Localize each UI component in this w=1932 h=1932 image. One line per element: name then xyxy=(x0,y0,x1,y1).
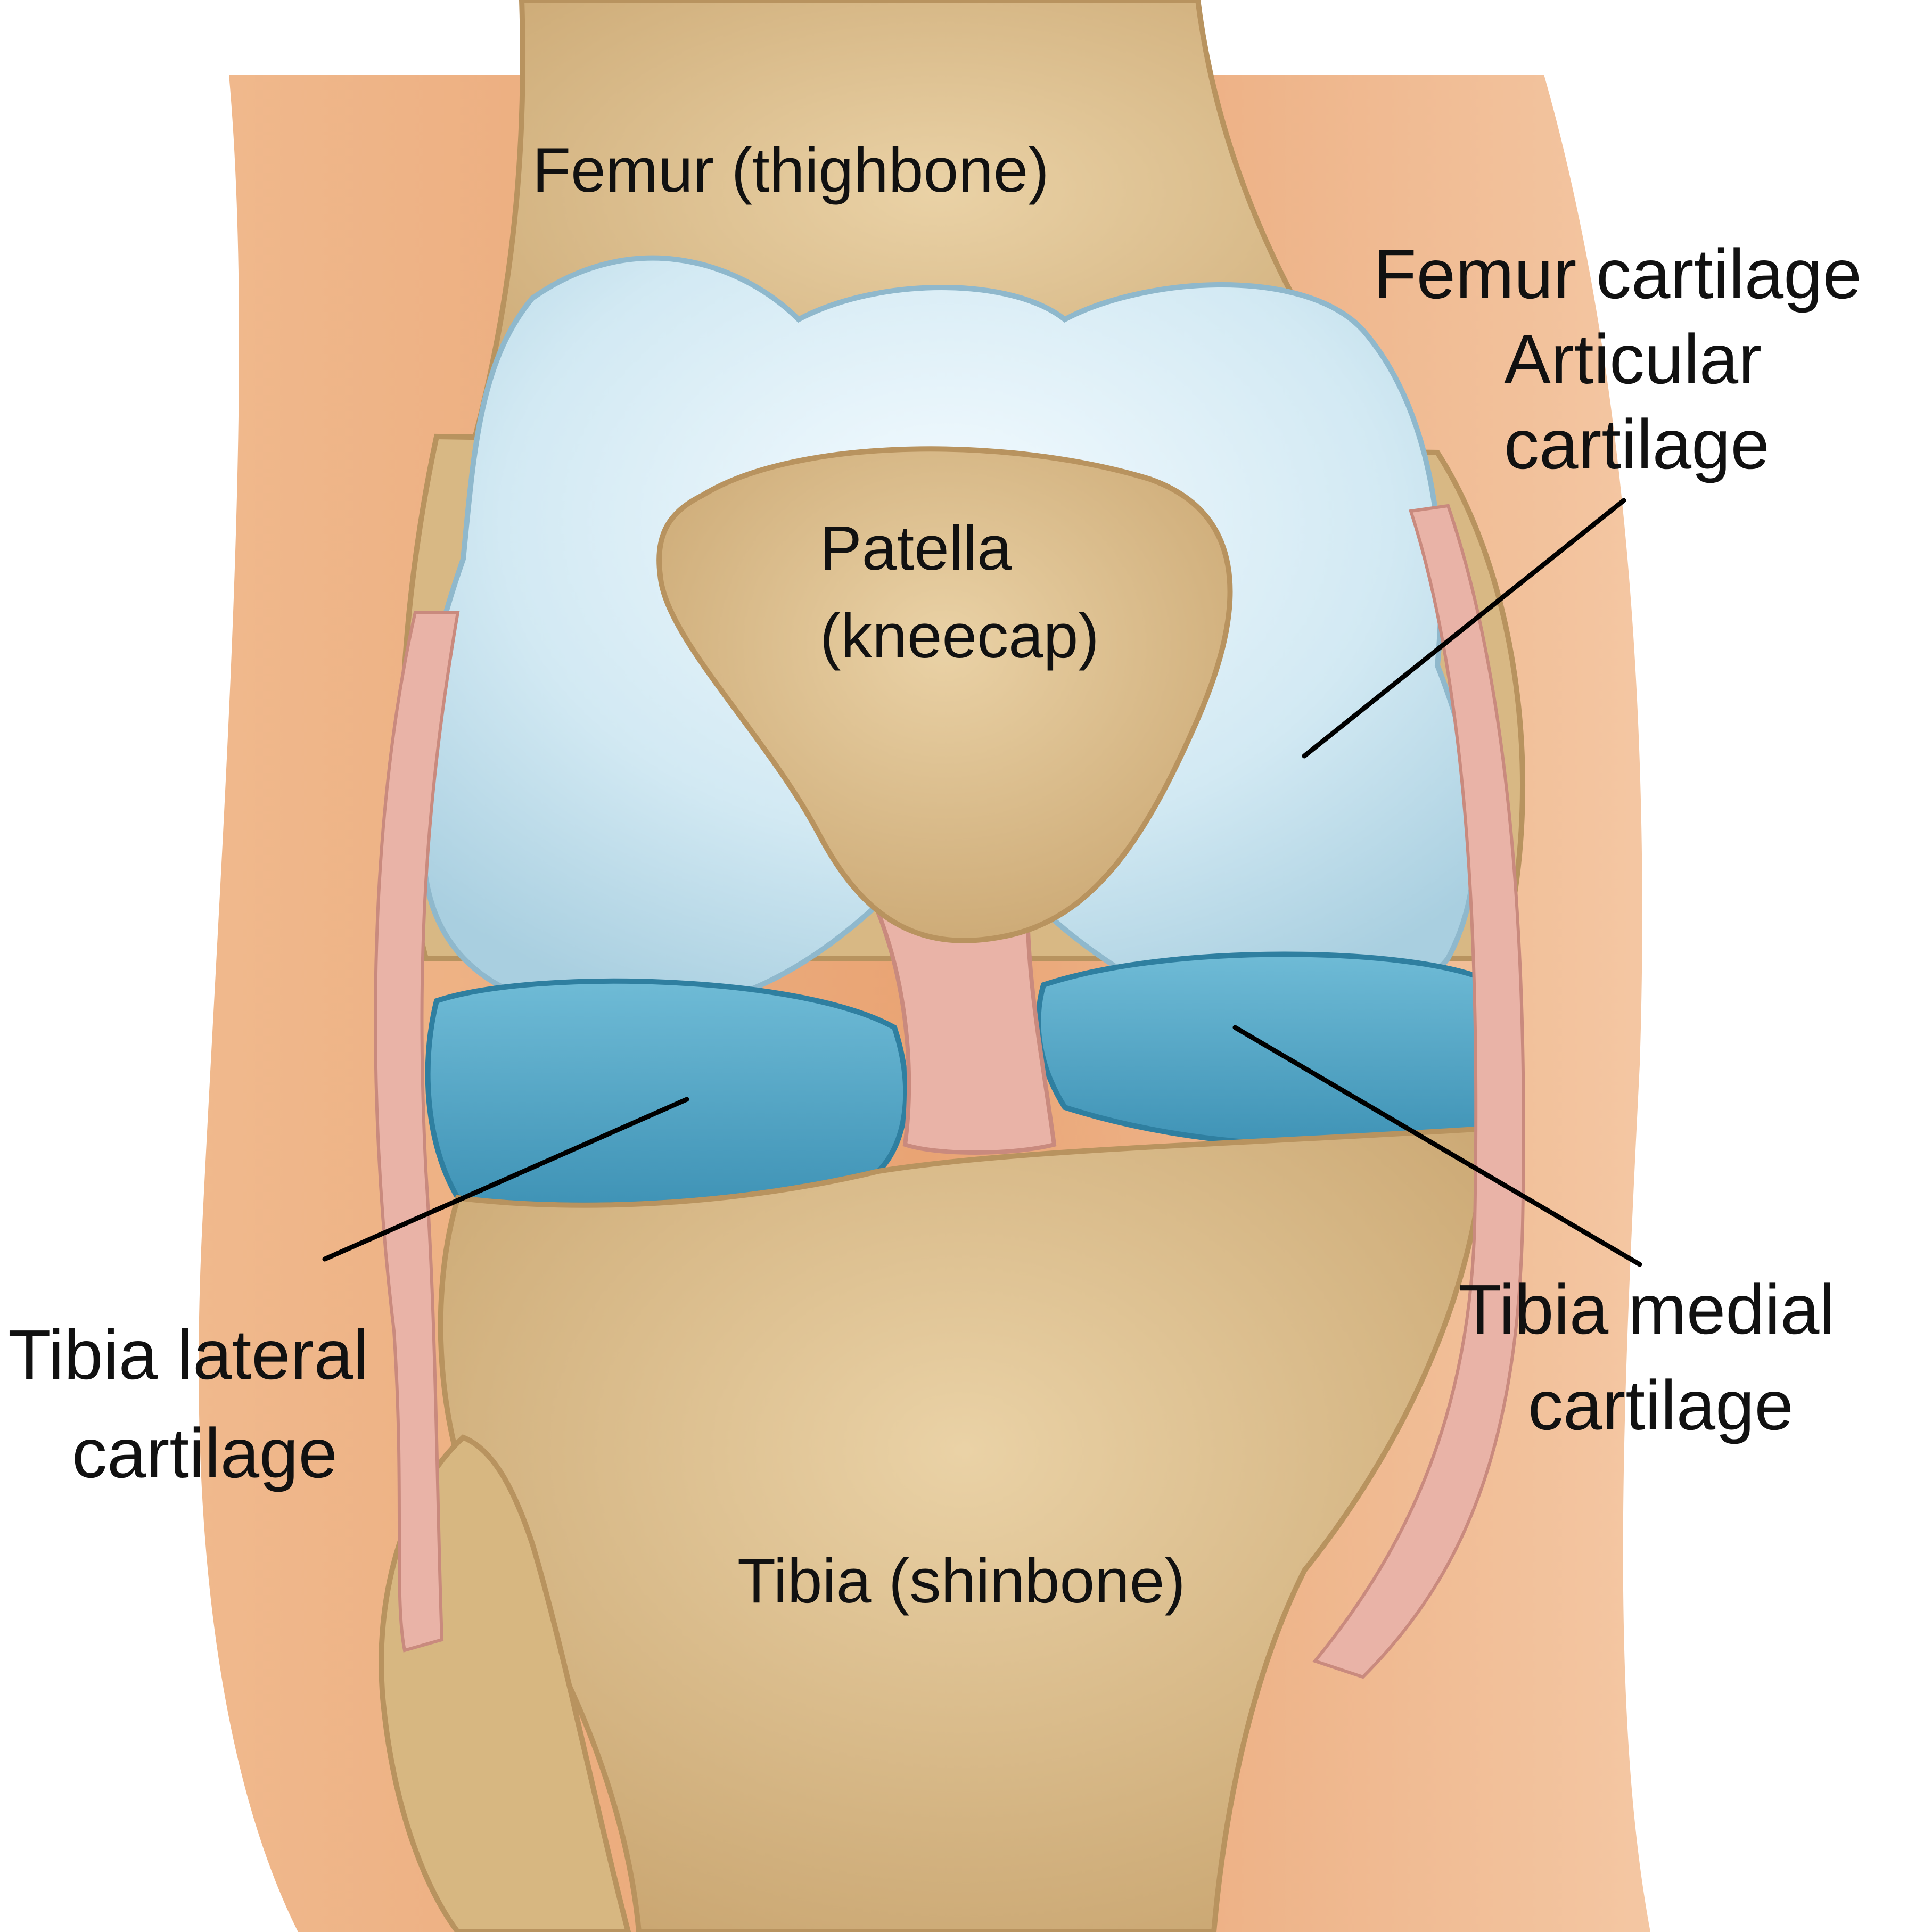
label-femur-cartilage: Femur cartilage xyxy=(1374,235,1862,313)
lateral-meniscus xyxy=(425,978,909,1208)
pointer-articular-cartilage xyxy=(1302,498,1626,759)
lateral-collateral-ligament xyxy=(374,611,460,1653)
label-femur: Femur (thighbone) xyxy=(532,135,1049,205)
label-tibia-lateral-line1: Tibia lateral xyxy=(8,1316,368,1394)
pointer-tibia-lateral xyxy=(322,1097,689,1262)
label-patella-line1: Patella xyxy=(820,513,1012,583)
label-tibia-lateral-line2: cartilage xyxy=(72,1414,338,1492)
label-tibia-medial-line1: Tibia medial xyxy=(1459,1270,1835,1349)
label-tibia: Tibia (shinbone) xyxy=(737,1546,1186,1616)
label-articular-line1: Articular xyxy=(1504,320,1762,398)
label-patella-line2: (kneecap) xyxy=(820,601,1099,671)
medial-collateral-ligament xyxy=(1312,504,1525,1679)
patella xyxy=(656,446,1233,943)
label-tibia-medial-line2: cartilage xyxy=(1528,1366,1794,1444)
pointer-tibia-medial xyxy=(1232,1025,1642,1267)
label-articular-line2: cartilage xyxy=(1504,405,1770,483)
cruciate-ligaments xyxy=(858,875,1057,1155)
